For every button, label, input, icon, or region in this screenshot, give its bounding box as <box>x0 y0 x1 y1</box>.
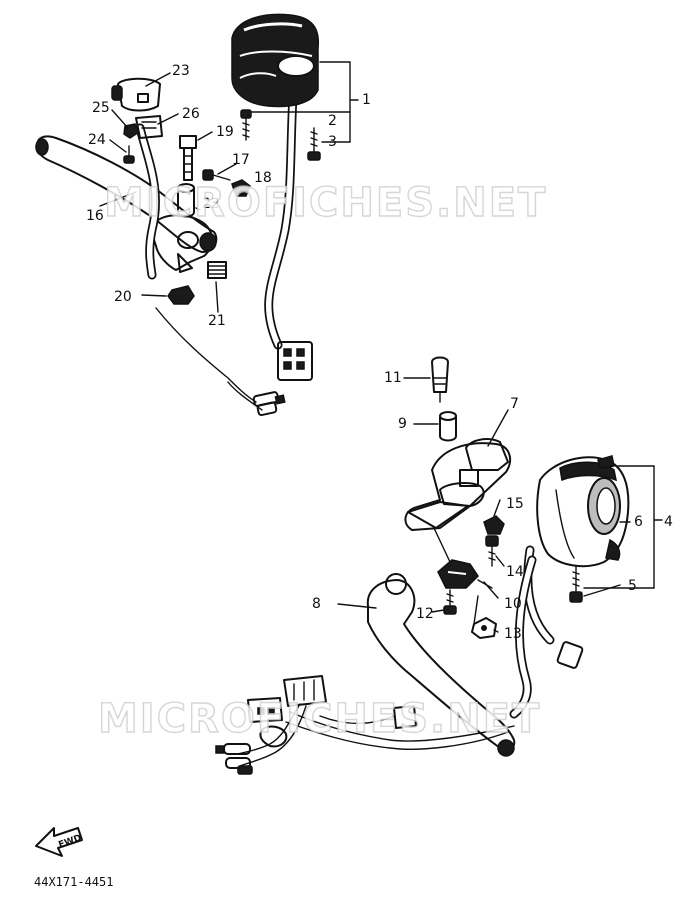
nut-13 <box>471 617 497 639</box>
callout-3: 3 <box>328 134 337 150</box>
callout-labels: 1 2 3 4 5 6 7 8 9 10 11 12 13 14 15 16 1… <box>86 63 673 642</box>
collar-9 <box>439 411 457 442</box>
callout-1: 1 <box>362 92 371 108</box>
screw-2 <box>240 109 252 141</box>
callout-20: 20 <box>114 289 132 305</box>
screw-5 <box>569 565 583 603</box>
callout-24: 24 <box>88 132 106 148</box>
bolt-14 <box>485 535 499 567</box>
left-switch-connector <box>277 341 313 381</box>
forward-arrow-icon: FWD <box>35 827 83 857</box>
callout-13: 13 <box>504 626 522 642</box>
diagram-code: 44X171-4451 <box>34 875 113 889</box>
callout-12: 12 <box>416 606 434 622</box>
left-handlebar-switch <box>231 13 320 108</box>
bracket-1-3 <box>251 61 359 143</box>
watermark-bottom: MICROFICHES.NET <box>98 696 541 742</box>
nut-15 <box>483 515 505 535</box>
right-switch-cable <box>509 545 584 719</box>
right-switch-harness <box>215 675 515 775</box>
front-brake-switch <box>437 559 493 589</box>
upper-leaders <box>99 72 249 313</box>
clutch-lever <box>35 135 218 273</box>
brake-lever <box>366 573 516 757</box>
clutch-switch-cable <box>155 307 286 416</box>
callout-22: 22 <box>202 196 220 212</box>
callout-23: 23 <box>172 63 190 79</box>
callout-18: 18 <box>254 170 272 186</box>
bracket-4-6 <box>583 465 663 589</box>
brake-lever-holder <box>404 438 512 531</box>
left-switch-harness <box>264 90 298 350</box>
callout-10: 10 <box>504 596 522 612</box>
callout-8: 8 <box>312 596 321 612</box>
nut-20 <box>167 285 195 305</box>
callout-4: 4 <box>664 514 673 530</box>
screw-3 <box>307 127 321 161</box>
callout-5: 5 <box>628 578 637 594</box>
callout-11: 11 <box>384 370 402 386</box>
lower-leaders <box>337 377 621 633</box>
callout-25: 25 <box>92 100 110 116</box>
spring-21 <box>207 261 227 279</box>
callout-9: 9 <box>398 416 407 432</box>
watermark-top: MICROFICHES.NET <box>104 180 547 226</box>
screw-24 <box>123 145 135 164</box>
screw-12 <box>443 589 457 615</box>
callout-21: 21 <box>208 313 226 329</box>
callout-2: 2 <box>328 113 337 129</box>
bolt-19 <box>179 135 197 181</box>
callout-17: 17 <box>232 152 250 168</box>
callout-14: 14 <box>506 564 524 580</box>
right-handlebar-switch <box>536 455 630 568</box>
pivot-bolt-11 <box>431 356 449 403</box>
collar-22 <box>177 183 195 218</box>
callout-7: 7 <box>510 396 519 412</box>
bolt-17 <box>202 169 231 181</box>
clutch-switch <box>111 77 161 112</box>
callout-15: 15 <box>506 496 524 512</box>
callout-19: 19 <box>216 124 234 140</box>
callout-16: 16 <box>86 208 104 224</box>
callout-26: 26 <box>182 106 200 122</box>
callout-6: 6 <box>634 514 643 530</box>
